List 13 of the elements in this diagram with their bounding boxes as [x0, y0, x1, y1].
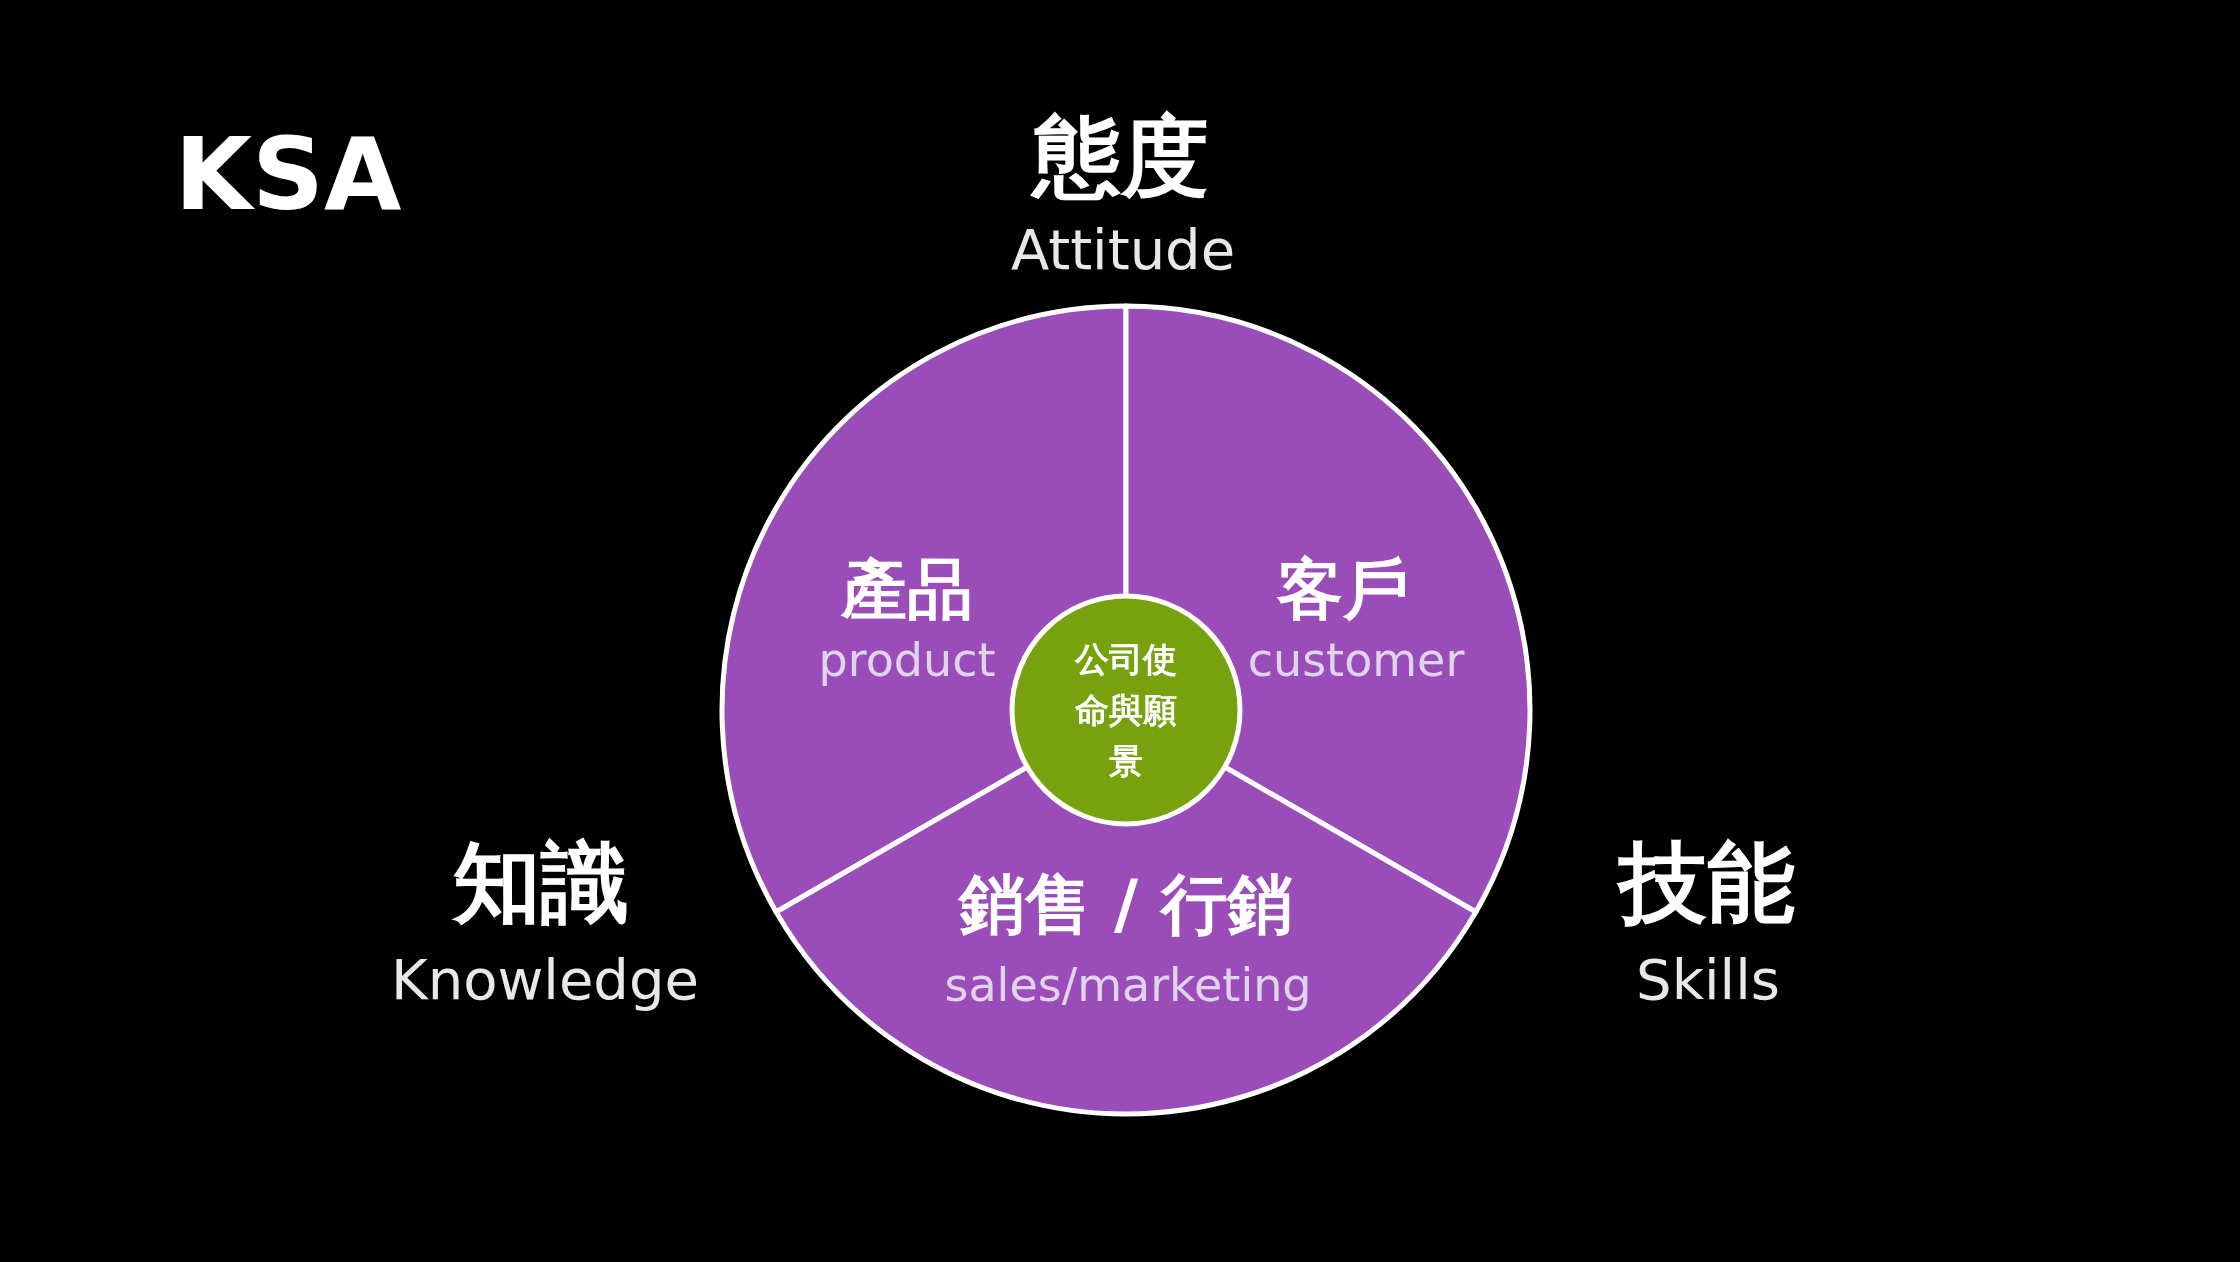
center-text: 公司使命與願景 — [1073, 637, 1178, 783]
axis-subheading: Attitude — [1010, 217, 1236, 283]
sector-title: 產品 — [841, 552, 973, 628]
center-circle — [1009, 593, 1243, 827]
axis-heading: 知識 — [453, 832, 629, 934]
sector-title: 客戶 — [1277, 552, 1409, 628]
sector-subtitle: customer — [1247, 633, 1465, 687]
axis-subheading: Knowledge — [391, 947, 699, 1013]
axis-subheading: Skills — [1636, 947, 1780, 1013]
sector-title: 銷售 / 行銷 — [958, 867, 1294, 943]
sector-subtitle: product — [818, 633, 996, 687]
sector-subtitle: sales/marketing — [944, 958, 1312, 1012]
title: KSA — [174, 116, 402, 232]
